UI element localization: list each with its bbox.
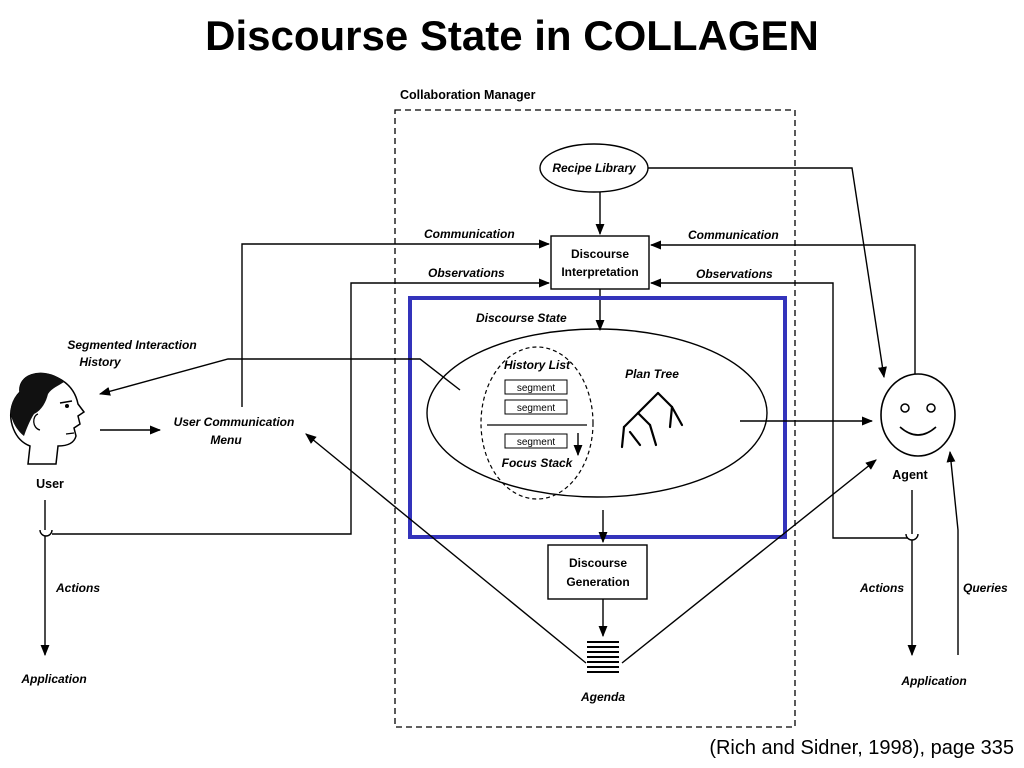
discourse-generation-line2: Generation	[566, 575, 629, 589]
discourse-interpretation-line2: Interpretation	[561, 265, 638, 279]
agent-label: Agent	[892, 468, 928, 482]
agenda-label: Agenda	[580, 690, 625, 704]
history-list-label: History List	[504, 358, 571, 372]
observations-left-label: Observations	[428, 266, 505, 280]
slide-title: Discourse State in COLLAGEN	[205, 12, 819, 59]
discourse-interpretation-line1: Discourse	[571, 247, 629, 261]
communication-left-label: Communication	[424, 227, 515, 241]
user-comm-menu-line2: Menu	[210, 433, 242, 447]
focus-stack-label: Focus Stack	[502, 456, 574, 470]
queries-label: Queries	[963, 581, 1008, 595]
citation: (Rich and Sidner, 1998), page 335	[709, 737, 1014, 759]
observations-right-label: Observations	[696, 267, 773, 281]
actions-left-label: Actions	[55, 581, 100, 595]
segment-label: segment	[517, 437, 556, 448]
discourse-state-highlight	[408, 296, 787, 539]
discourse-state-label: Discourse State	[476, 311, 567, 325]
actions-right-label: Actions	[859, 581, 904, 595]
agent-face-icon	[880, 373, 956, 457]
discourse-generation-line1: Discourse	[569, 556, 627, 570]
recipe-library-label: Recipe Library	[552, 161, 637, 175]
user-comm-menu-line1: User Communication	[174, 415, 295, 429]
application-left-label: Application	[20, 672, 86, 686]
segmented-history-line2: History	[79, 355, 122, 369]
agenda-icon	[587, 641, 619, 673]
history-list-region	[480, 346, 594, 500]
collaboration-manager-box	[394, 109, 796, 728]
segment-label: segment	[517, 383, 556, 394]
discourse-generation-box	[547, 544, 648, 600]
plan-tree-icon	[620, 391, 684, 449]
segment-box	[504, 433, 568, 449]
segment-box	[504, 379, 568, 395]
user-label: User	[36, 477, 64, 491]
segment-label: segment	[517, 403, 556, 414]
discourse-interpretation-box	[550, 235, 650, 290]
segment-box	[504, 399, 568, 415]
discourse-state-ellipse	[426, 328, 768, 498]
segmented-history-line1: Segmented Interaction	[67, 338, 196, 352]
application-right-label: Application	[900, 674, 966, 688]
collaboration-manager-label: Collaboration Manager	[400, 88, 536, 102]
user-head-icon	[10, 372, 86, 465]
communication-right-label: Communication	[688, 228, 779, 242]
plan-tree-label: Plan Tree	[625, 367, 679, 381]
